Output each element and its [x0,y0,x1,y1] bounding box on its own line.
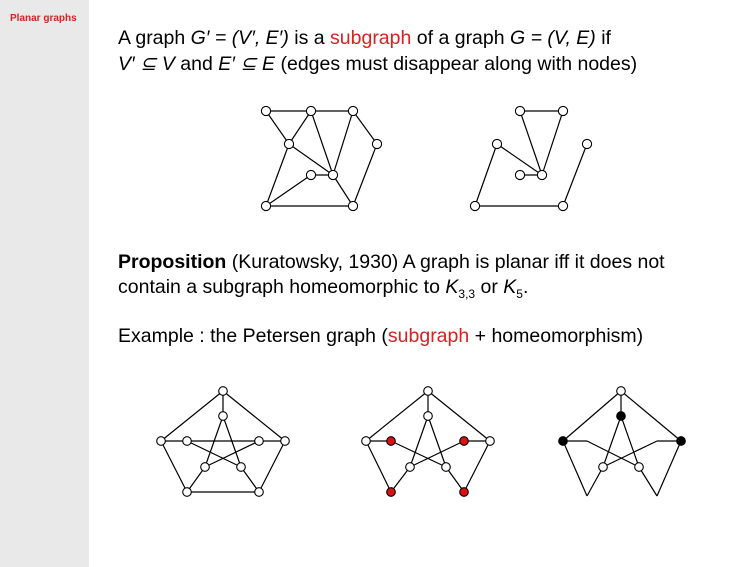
petersen-subgraph-red-nodes [386,436,469,497]
math-subgraph-def: G′ = (V′, E′) [190,27,289,49]
k33-symbol: K [445,276,459,298]
subgraph-term: subgraph [387,325,470,347]
petersen-edges [160,390,286,493]
petersen-subgraph-edges [365,390,491,493]
graph-g-nodes [260,105,383,212]
sidebar [0,0,89,567]
homeomorphism-black-nodes [558,411,686,446]
proposition-line-2: contain a subgraph homeomorphic to K3,3 … [118,276,528,301]
proposition-text: (Kuratowsky, 1930) A graph is planar iff… [226,251,665,273]
definition-text: is a [288,27,331,49]
definition-text: (edges must disappear along with nodes) [275,53,638,75]
example-text: + homeomorphism) [469,325,644,347]
definition-text: A graph [118,27,191,49]
math-edge-subset: E′ ⊆ E [218,53,276,75]
k5-symbol: K [503,276,517,298]
definition-line-2: V′ ⊆ V and E′ ⊆ E (edges must disappear … [118,52,637,76]
k5-subscript: 5 [516,286,523,301]
proposition-line-1: Proposition (Kuratowsky, 1930) A graph i… [118,251,665,274]
graph-gprime-edges [474,110,588,207]
petersen-subgraph-nodes [361,386,495,472]
graph-gprime-nodes [469,105,593,212]
definition-text: if [595,27,611,49]
subgraph-term: subgraph [330,27,412,49]
k33-subscript: 3,3 [458,286,476,301]
math-vertex-subset: V′ ⊆ V [118,53,175,75]
proposition-text: . [522,276,529,298]
proposition-label: Proposition [118,251,227,273]
example-text: Example : the Petersen graph ( [118,325,388,347]
definition-text: of a graph [411,27,511,49]
definition-line-1: A graph G′ = (V′, E′) is a subgraph of a… [118,27,611,50]
definition-text: and [174,53,219,75]
proposition-text: contain a subgraph homeomorphic to [118,276,446,298]
graph-g-edges [265,110,378,207]
math-graph-def: G = (V, E) [510,27,596,49]
example-line: Example : the Petersen graph (subgraph +… [118,325,643,348]
homeomorphism-edges [562,390,682,497]
proposition-text: or [475,276,504,298]
homeomorphism-nodes [598,386,644,472]
section-title: Planar graphs [10,13,77,24]
petersen-nodes [156,386,290,497]
